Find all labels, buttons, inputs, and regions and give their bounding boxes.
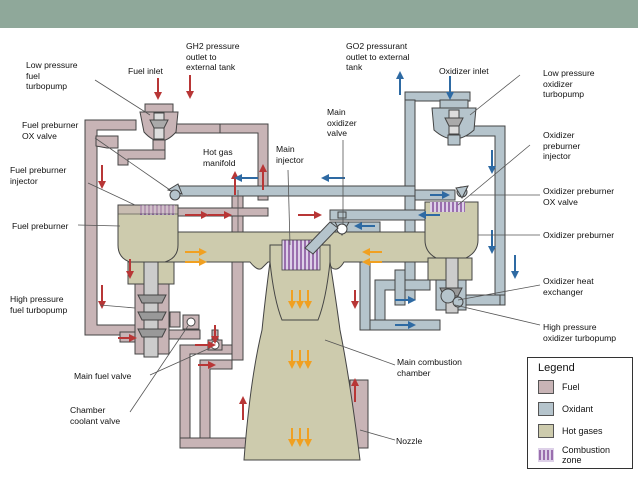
legend: Legend Fuel Oxidant Hot gases Combustion… <box>527 357 633 469</box>
oxidizer-heat-exchanger <box>440 288 464 308</box>
label-oxidizer-heat-exchanger: Oxidizer heat exchanger <box>543 276 594 297</box>
legend-swatch-oxidant <box>538 402 554 416</box>
ox-arrows <box>234 71 519 329</box>
oxidizer-preburner <box>424 201 479 259</box>
legend-title: Legend <box>538 362 575 374</box>
label-main-fuel-valve: Main fuel valve <box>74 371 132 381</box>
label-high-pressure-fuel-turbopump: High pressure fuel turbopump <box>10 294 68 315</box>
legend-item-oxidant: Oxidant <box>538 400 593 418</box>
label-oxidizer-preburner: Oxidizer preburner <box>543 230 615 240</box>
legend-swatch-combustion-zone <box>538 448 554 462</box>
title-bar <box>0 0 638 28</box>
leader-lines <box>77 74 541 441</box>
legend-item-hot-gases: Hot gases <box>538 422 603 440</box>
label-oxidizer-preburner-ox-valve: Oxidizer preburner OX valve <box>543 186 615 207</box>
label-low-pressure-oxidizer-turbopump: Low pressure oxidizer turbopump <box>543 68 595 99</box>
low-pressure-oxidizer-turbopump <box>431 99 477 146</box>
label-low-pressure-fuel-turbopump: Low pressure fuel turbopump <box>26 60 78 91</box>
legend-item-combustion-zone: Combustion zone <box>538 444 610 466</box>
label-fuel-preburner-injector: Fuel preburner injector <box>10 165 67 186</box>
label-oxidizer-preburner-injector: Oxidizer preburner injector <box>543 130 581 161</box>
label-fuel-preburner-ox-valve: Fuel preburner OX valve <box>22 120 79 141</box>
engine-diagram <box>77 71 541 461</box>
legend-label-fuel: Fuel <box>562 382 580 392</box>
legend-swatch-hot-gases <box>538 424 554 438</box>
label-fuel-inlet: Fuel inlet <box>128 66 163 76</box>
label-main-injector: Main injector <box>276 144 304 165</box>
legend-label-oxidant: Oxidant <box>562 404 594 414</box>
legend-swatch-fuel <box>538 380 554 394</box>
label-main-oxidizer-valve: Main oxidizer valve <box>327 107 357 138</box>
main-oxidizer-valve <box>334 211 350 237</box>
label-fuel-preburner: Fuel preburner <box>12 221 69 231</box>
fuel-preburner-ox-valve <box>166 183 183 201</box>
chamber-coolant-valve <box>182 314 200 330</box>
fuel-arrows <box>98 75 359 420</box>
label-oxidizer-inlet: Oxidizer inlet <box>439 66 489 76</box>
label-high-pressure-oxidizer-turbopump: High pressure oxidizer turbopump <box>543 322 617 343</box>
low-pressure-fuel-turbopump <box>139 103 179 151</box>
label-main-combustion-chamber: Main combustion chamber <box>397 357 462 378</box>
legend-label-combustion-zone: Combustion zone <box>562 445 611 465</box>
label-chamber-coolant-valve: Chamber coolant valve <box>70 405 121 426</box>
fuel-preburner <box>117 204 179 263</box>
high-pressure-fuel-turbopump <box>127 261 181 358</box>
label-hot-gas-manifold: Hot gas manifold <box>203 147 236 168</box>
label-gh2-pressure-outlet: GH2 pressure outlet to external tank <box>186 41 240 72</box>
label-nozzle: Nozzle <box>396 436 423 446</box>
high-pressure-oxidizer-turbopump <box>427 257 473 314</box>
oxidizer-preburner-ox-valve <box>455 185 469 200</box>
hot-gas-arrows <box>185 248 382 447</box>
legend-item-fuel: Fuel <box>538 378 580 396</box>
label-go2-pressurant-outlet: GO2 pressurant outlet to external tank <box>346 41 410 72</box>
legend-label-hot-gases: Hot gases <box>562 426 603 436</box>
